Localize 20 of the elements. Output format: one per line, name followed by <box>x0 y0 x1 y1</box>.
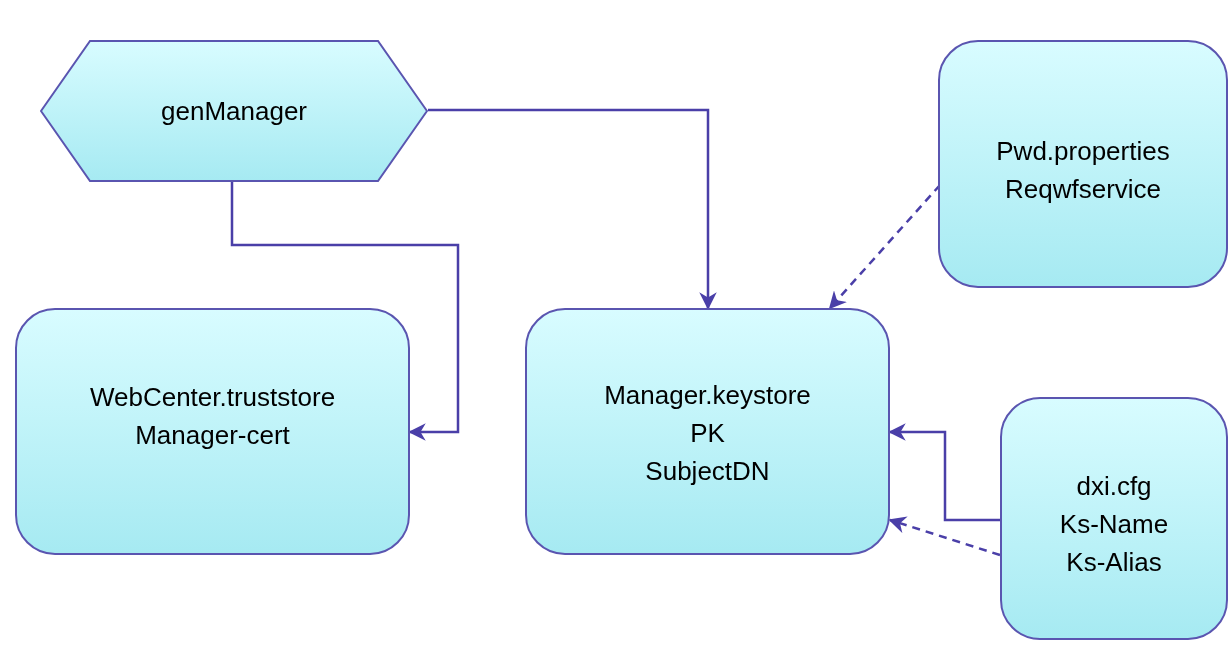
arrow <box>428 108 717 310</box>
node-text: WebCenter.truststore <box>89 381 336 414</box>
node-text: PK <box>690 417 725 450</box>
node-text: Ks-Name <box>1059 508 1169 541</box>
node-text: dxi.cfg <box>1076 470 1152 503</box>
node-text: Manager.keystore <box>604 379 811 412</box>
rounded-box <box>1000 397 1228 640</box>
rounded-box <box>15 308 410 555</box>
node-text: Ks-Alias <box>1066 546 1162 579</box>
node-text: Reqwfservice <box>1004 173 1162 206</box>
arrow <box>888 516 1001 557</box>
rounded-box <box>525 308 890 555</box>
hexagon-node <box>40 40 428 182</box>
arrow <box>888 423 1000 522</box>
node-text: Pwd.properties <box>996 135 1170 168</box>
rounded-box <box>938 40 1228 288</box>
node-text: genManager <box>161 95 307 128</box>
node-text: Manager-cert <box>135 419 290 452</box>
arrow <box>230 182 460 441</box>
node-text: SubjectDN <box>645 455 770 488</box>
